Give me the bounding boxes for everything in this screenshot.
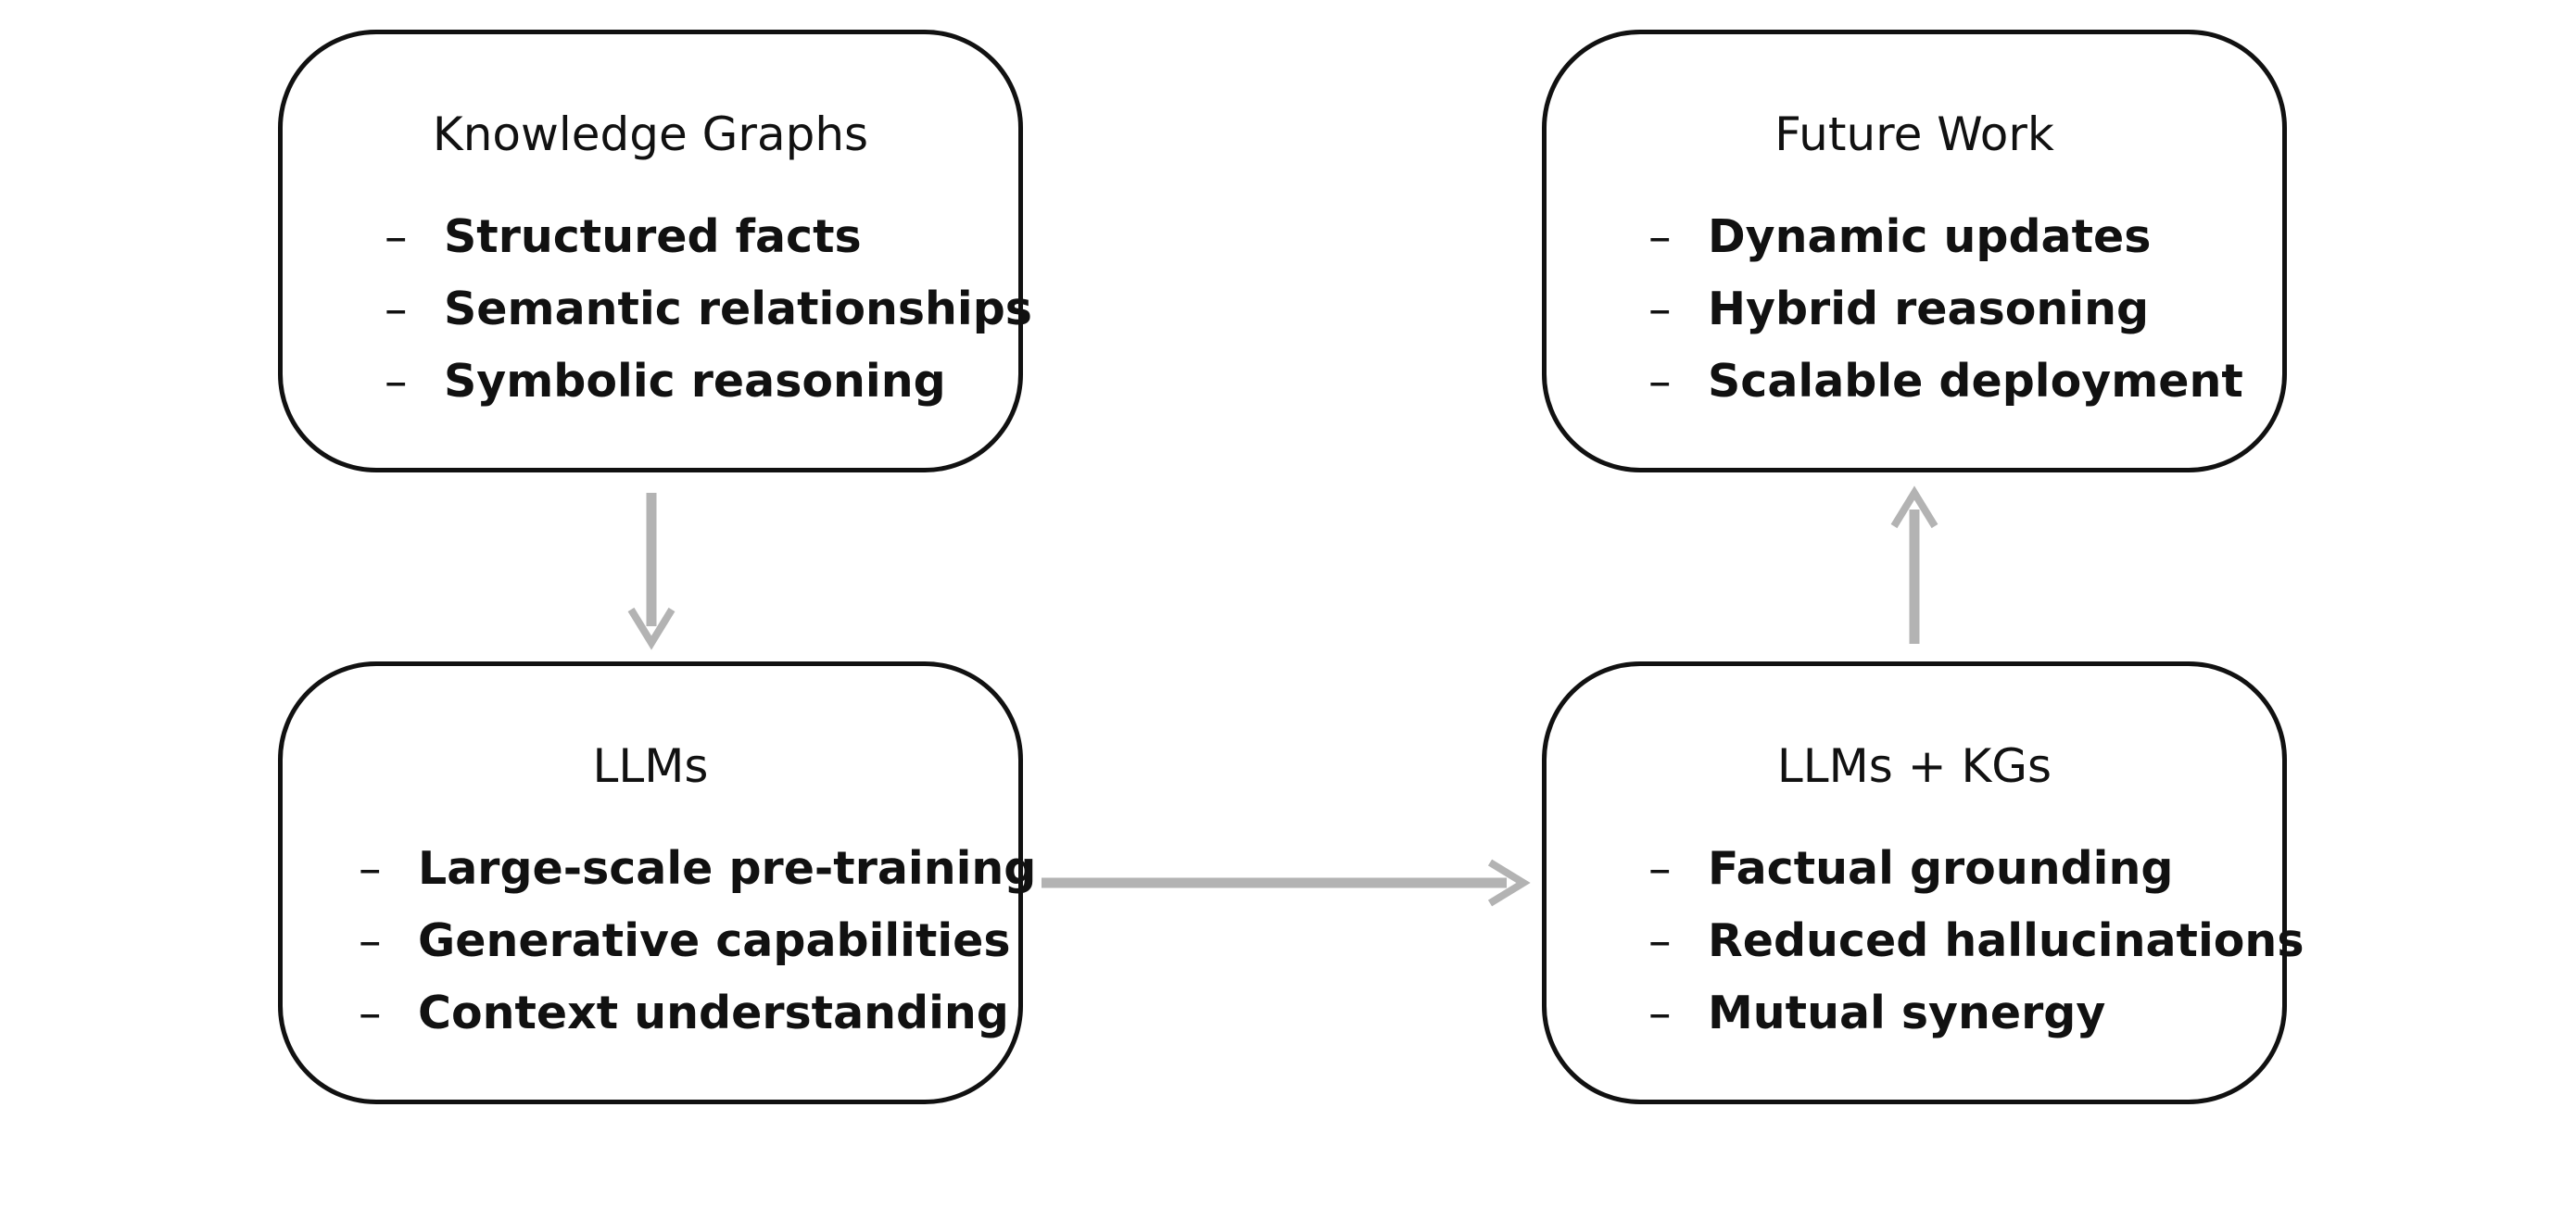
list-item: –Context understanding xyxy=(359,977,1036,1050)
llms-box: LLMs –Large-scale pre-training –Generati… xyxy=(278,661,1036,1104)
bullet-dash: – xyxy=(1648,842,1672,895)
list-item: –Scalable deployment xyxy=(1648,346,2243,418)
bullet-dash: – xyxy=(385,355,408,408)
list-item: –Mutual synergy xyxy=(1648,977,2304,1050)
list-item: –Symbolic reasoning xyxy=(385,346,1032,418)
list-item-label: Hybrid reasoning xyxy=(1708,283,2150,335)
arrow-combined-to-future xyxy=(1890,485,1938,644)
llms-plus-kgs-title: LLMs + KGs xyxy=(1776,739,2052,793)
llms-title: LLMs xyxy=(592,739,709,793)
list-item: –Factual grounding xyxy=(1648,833,2304,905)
bullet-dash: – xyxy=(1648,914,1672,967)
bullet-dash: – xyxy=(359,987,382,1039)
bullet-dash: – xyxy=(1648,987,1672,1039)
knowledge-graphs-list: –Structured facts –Semantic relationship… xyxy=(385,201,1032,418)
llms-list: –Large-scale pre-training –Generative ca… xyxy=(359,833,1036,1050)
future-work-title: Future Work xyxy=(1774,107,2054,161)
list-item-label: Scalable deployment xyxy=(1708,355,2243,408)
list-item: –Generative capabilities xyxy=(359,905,1036,977)
future-work-box: Future Work –Dynamic updates –Hybrid rea… xyxy=(1542,30,2287,472)
bullet-dash: – xyxy=(385,283,408,335)
list-item-label: Factual grounding xyxy=(1708,842,2174,895)
arrow-llms-to-combined xyxy=(1042,859,1531,907)
llms-plus-kgs-list: –Factual grounding –Reduced hallucinatio… xyxy=(1648,833,2304,1050)
bullet-dash: – xyxy=(359,842,382,895)
list-item: –Hybrid reasoning xyxy=(1648,273,2243,346)
list-item-label: Large-scale pre-training xyxy=(418,842,1037,895)
list-item-label: Mutual synergy xyxy=(1708,987,2106,1039)
future-work-list: –Dynamic updates –Hybrid reasoning –Scal… xyxy=(1648,201,2243,418)
bullet-dash: – xyxy=(1648,210,1672,263)
knowledge-graphs-box: Knowledge Graphs –Structured facts –Sema… xyxy=(278,30,1032,472)
list-item-label: Generative capabilities xyxy=(418,914,1011,967)
bullet-dash: – xyxy=(1648,283,1672,335)
list-item-label: Structured facts xyxy=(444,210,862,263)
list-item-label: Semantic relationships xyxy=(444,283,1032,335)
knowledge-graphs-title: Knowledge Graphs xyxy=(432,107,869,161)
arrow-kg-to-llms xyxy=(627,493,676,650)
list-item-label: Context understanding xyxy=(418,987,1009,1039)
bullet-dash: – xyxy=(1648,355,1672,408)
llms-plus-kgs-box: LLMs + KGs –Factual grounding –Reduced h… xyxy=(1542,661,2304,1104)
list-item: –Semantic relationships xyxy=(385,273,1032,346)
list-item: –Dynamic updates xyxy=(1648,201,2243,273)
list-item: –Structured facts xyxy=(385,201,1032,273)
bullet-dash: – xyxy=(385,210,408,263)
list-item-label: Reduced hallucinations xyxy=(1708,914,2305,967)
bullet-dash: – xyxy=(359,914,382,967)
list-item: –Reduced hallucinations xyxy=(1648,905,2304,977)
list-item-label: Dynamic updates xyxy=(1708,210,2152,263)
list-item: –Large-scale pre-training xyxy=(359,833,1036,905)
list-item-label: Symbolic reasoning xyxy=(444,355,946,408)
